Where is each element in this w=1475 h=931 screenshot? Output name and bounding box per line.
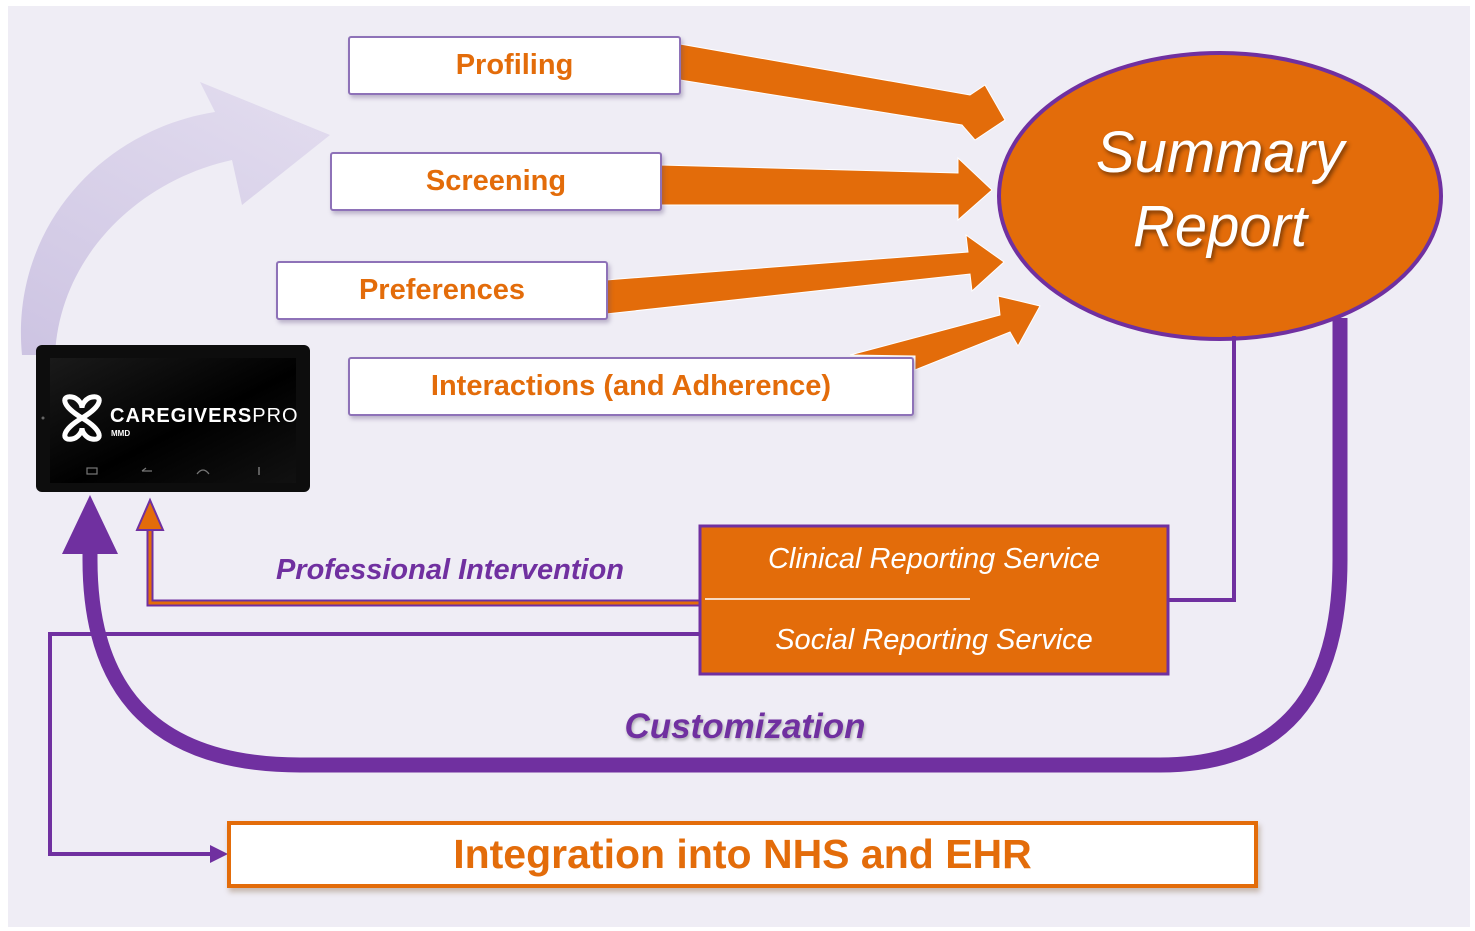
customization-arrowhead [62, 495, 118, 554]
arrow-screening-to-report [659, 156, 993, 222]
professional-intervention-label: Professional Intervention [275, 553, 625, 586]
arrow-profiling-to-report [679, 43, 1006, 141]
social-reporting-service: Social Reporting Service [775, 623, 1093, 656]
social-to-integration-line [48, 632, 700, 856]
screening-box: Screening [330, 152, 662, 211]
curved-loop-arrow [20, 82, 330, 355]
preferences-box: Preferences [276, 261, 608, 320]
customization-label: Customization [624, 707, 866, 746]
wordmark-bold: CAREGIVERS [110, 405, 253, 427]
caregivers-pro-wordmark: CAREGIVERSPRO [110, 405, 299, 428]
wordmark-light: PRO [252, 405, 299, 427]
customization-loop-arrow [82, 318, 1348, 773]
tablet-camera [41, 416, 45, 420]
report-to-service-line [1168, 336, 1236, 602]
tablet-back-icon [141, 467, 152, 472]
interactions-box: Interactions (and Adherence) [348, 357, 914, 416]
integration-nhs-ehr-box: Integration into NHS and EHR [227, 821, 1258, 888]
reporting-services-box [698, 524, 1170, 676]
summary-report-line1: Summary [1095, 120, 1345, 185]
arrow-interactions-to-report [849, 295, 1041, 371]
clinical-reporting-service: Clinical Reporting Service [767, 542, 1101, 575]
professional-intervention-arrowhead [135, 497, 165, 531]
professional-intervention-line-inner [148, 525, 700, 605]
summary-report-label: Summary Report [1030, 105, 1410, 275]
summary-report-line2: Report [1132, 194, 1308, 259]
integration-arrowhead [210, 845, 228, 863]
summary-report-ellipse [997, 51, 1443, 341]
caregivers-pro-sub: MMD [111, 429, 131, 438]
tablet-recent-apps-icon [86, 467, 98, 475]
caregivers-logo-icon [62, 394, 102, 442]
profiling-box: Profiling [348, 36, 681, 95]
arrow-preferences-to-report [605, 233, 1005, 315]
tablet-home-icon [196, 469, 210, 475]
tablet-screen [50, 358, 296, 483]
